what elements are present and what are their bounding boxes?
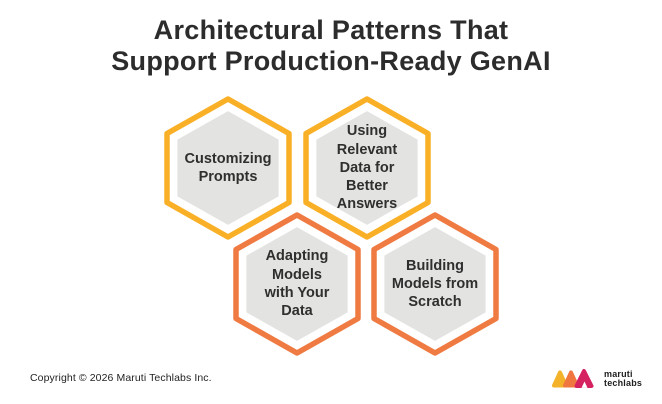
- hexagon-shape: [164, 96, 292, 240]
- hexagon-shape: [233, 212, 361, 356]
- hexagon-inner-fill: [177, 111, 279, 225]
- copyright-text: Copyright © 2026 Maruti Techlabs Inc.: [30, 372, 212, 384]
- page-title: Architectural Patterns That Support Prod…: [111, 15, 551, 76]
- logo-triangle-yellow: [552, 370, 568, 388]
- hexagon-shape: [371, 212, 499, 356]
- logo-wordmark-line1: maruti: [604, 368, 633, 379]
- hexagon-building-models: Building Models from Scratch: [371, 212, 499, 356]
- hexagon-customizing-prompts: Customizing Prompts: [164, 96, 292, 240]
- hexagon-label: Customizing Prompts: [184, 150, 272, 185]
- maruti-techlabs-logo: maruti techlabs: [551, 368, 642, 390]
- hexagon-shape: [303, 96, 431, 240]
- hexagon-label: Using Relevant Data for Better Answers: [336, 123, 398, 213]
- hexagon-inner-fill: [384, 227, 486, 341]
- logo-wordmark-line2: techlabs: [604, 378, 643, 388]
- hexagon-inner-fill: [316, 111, 418, 225]
- logo-triangle-orange: [563, 370, 579, 388]
- logo-triangles-icon: [552, 369, 594, 388]
- hexagon-label: Building Models from Scratch: [391, 257, 479, 311]
- hexagon-relevant-data: Using Relevant Data for Better Answers: [303, 96, 431, 240]
- logo-triangle-notch: [581, 381, 588, 388]
- logo-wordmark: maruti techlabs: [604, 368, 643, 389]
- hexagon-label: Adapting Models with Your Data: [264, 248, 330, 320]
- hexagon-inner-fill: [246, 227, 348, 341]
- hexagon-adapting-models: Adapting Models with Your Data: [233, 212, 361, 356]
